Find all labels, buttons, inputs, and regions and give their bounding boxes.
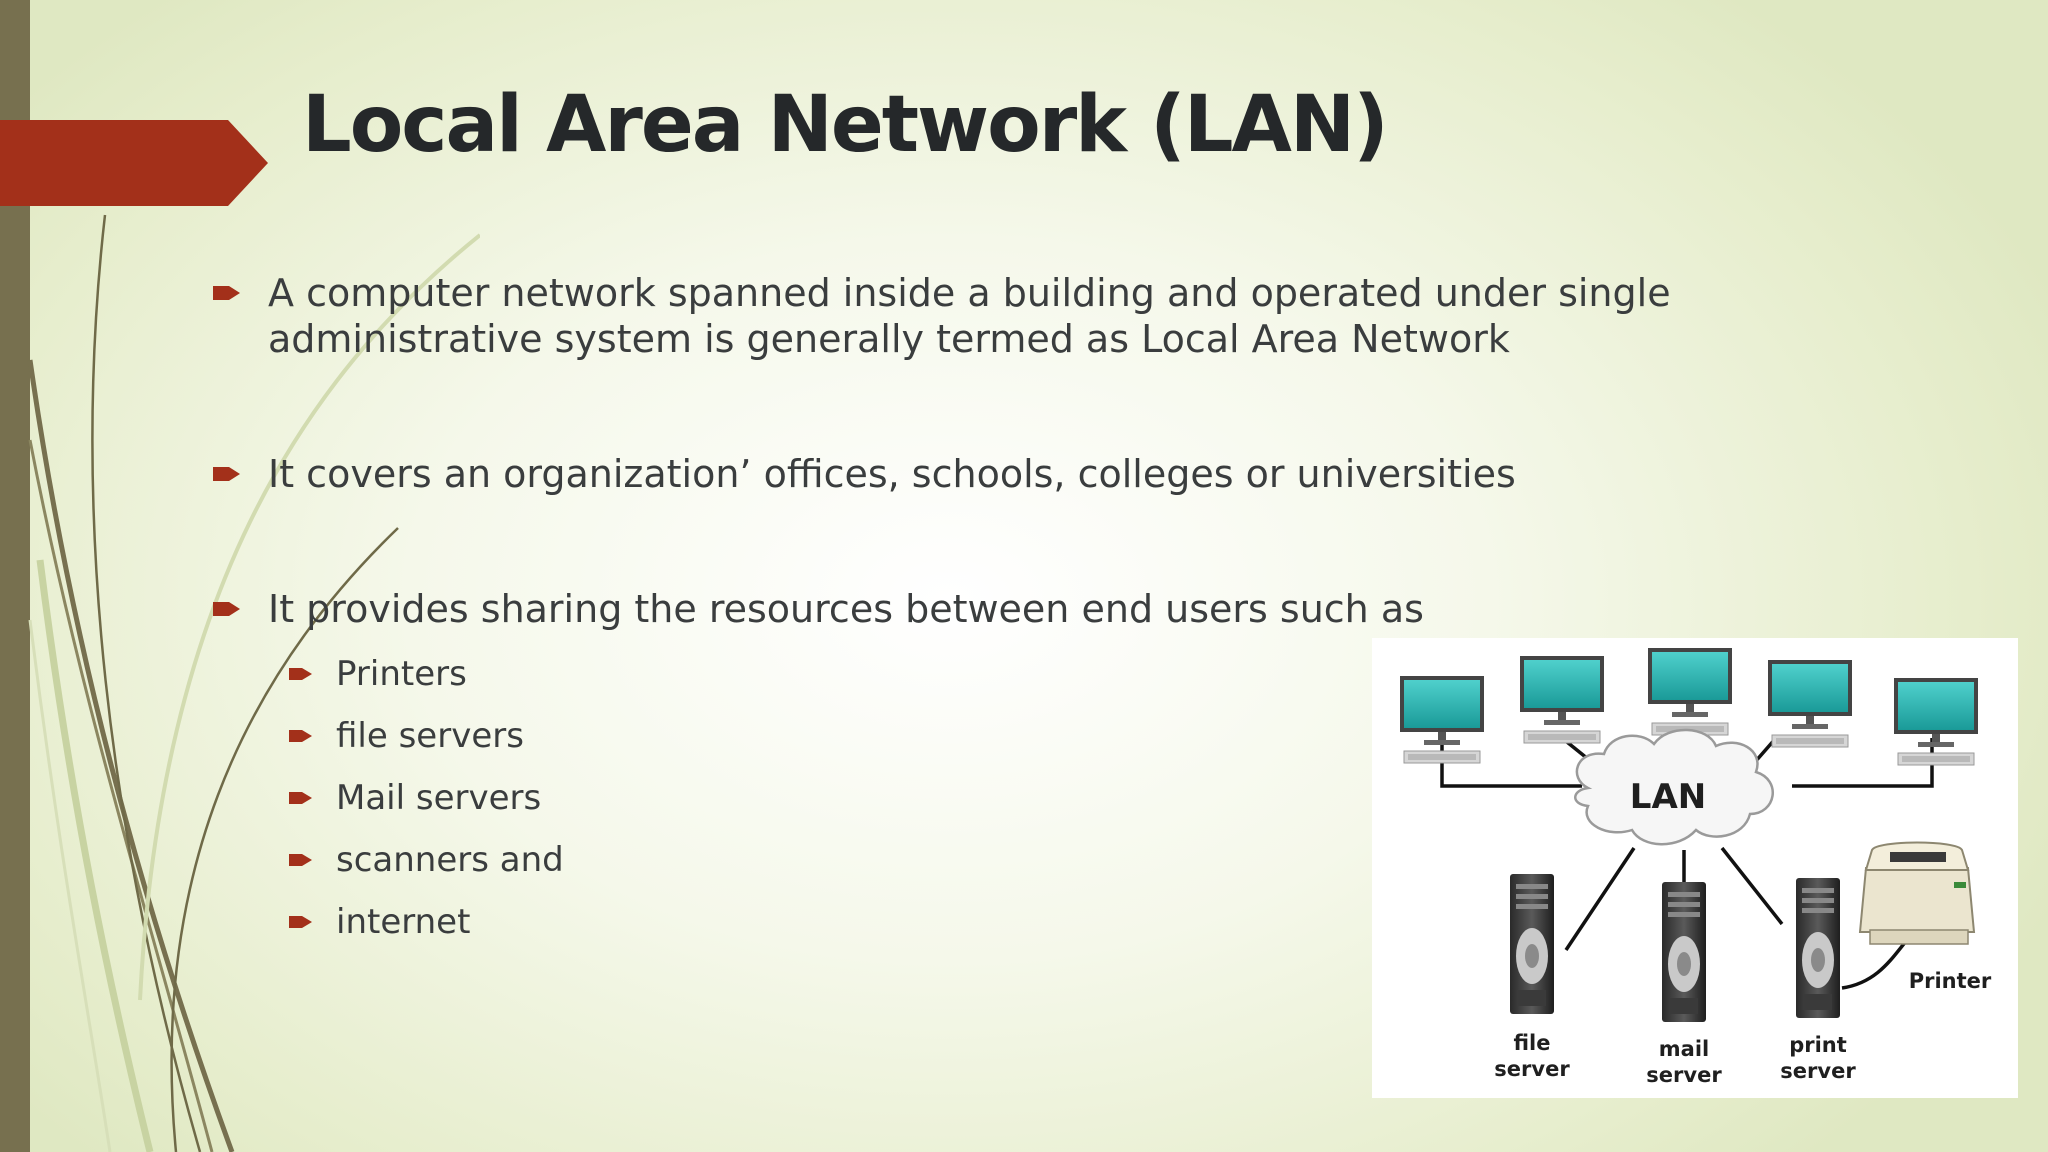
- print-server-icon: [1796, 878, 1840, 1018]
- lan-diagram: LAN Printer file server mail server prin…: [1372, 638, 2018, 1098]
- bullet-1-line-1: A computer network spanned inside a buil…: [268, 271, 1671, 315]
- bullet-1-text: A computer network spanned inside a buil…: [268, 270, 1671, 362]
- mail-server-label-line-2: server: [1646, 1063, 1722, 1087]
- title-arrow-shape: [0, 120, 268, 206]
- bullet-arrow-icon: [289, 916, 312, 928]
- bullet-2-text: It covers an organization’ offices, scho…: [268, 452, 1516, 496]
- workstation-icon: [1519, 655, 1605, 744]
- file-server-label-line-2: server: [1494, 1057, 1570, 1081]
- mail-server-label-line-1: mail: [1659, 1037, 1709, 1061]
- decorative-strands: [27, 214, 480, 1152]
- sub-bullet-text: internet: [336, 902, 471, 942]
- workstation-icon: [1893, 677, 1979, 766]
- bullet-arrow-icon: [289, 854, 312, 866]
- sub-bullet-text: Printers: [336, 654, 467, 694]
- bullet-3-text: It provides sharing the resources betwee…: [268, 587, 1424, 631]
- sub-bullet-text: file servers: [336, 716, 524, 756]
- print-server-label-line-1: print: [1789, 1033, 1847, 1057]
- bullet-arrow-icon: [213, 467, 240, 481]
- print-server-label-line-2: server: [1780, 1059, 1856, 1083]
- printer-label: Printer: [1909, 969, 1992, 993]
- lan-cloud-icon: [1574, 728, 1774, 846]
- bullet-arrow-icon: [289, 730, 312, 742]
- workstation-icon: [1767, 659, 1853, 748]
- bullet-1-line-2: administrative system is generally terme…: [268, 317, 1510, 361]
- lan-label: LAN: [1630, 777, 1706, 817]
- file-server-label-line-1: file: [1513, 1031, 1550, 1055]
- slide-title: Local Area Network (LAN): [302, 80, 1389, 170]
- mail-server-icon: [1662, 882, 1706, 1022]
- file-server-icon: [1510, 874, 1554, 1014]
- bullet-arrow-icon: [289, 668, 312, 680]
- bullet-arrow-icon: [289, 792, 312, 804]
- sub-bullet-text: Mail servers: [336, 778, 542, 818]
- bullet-arrow-icon: [213, 602, 240, 616]
- workstation-icon: [1647, 647, 1733, 736]
- bullet-arrow-icon: [213, 286, 240, 300]
- printer-icon: [1858, 841, 1976, 945]
- sub-bullet-text: scanners and: [336, 840, 564, 880]
